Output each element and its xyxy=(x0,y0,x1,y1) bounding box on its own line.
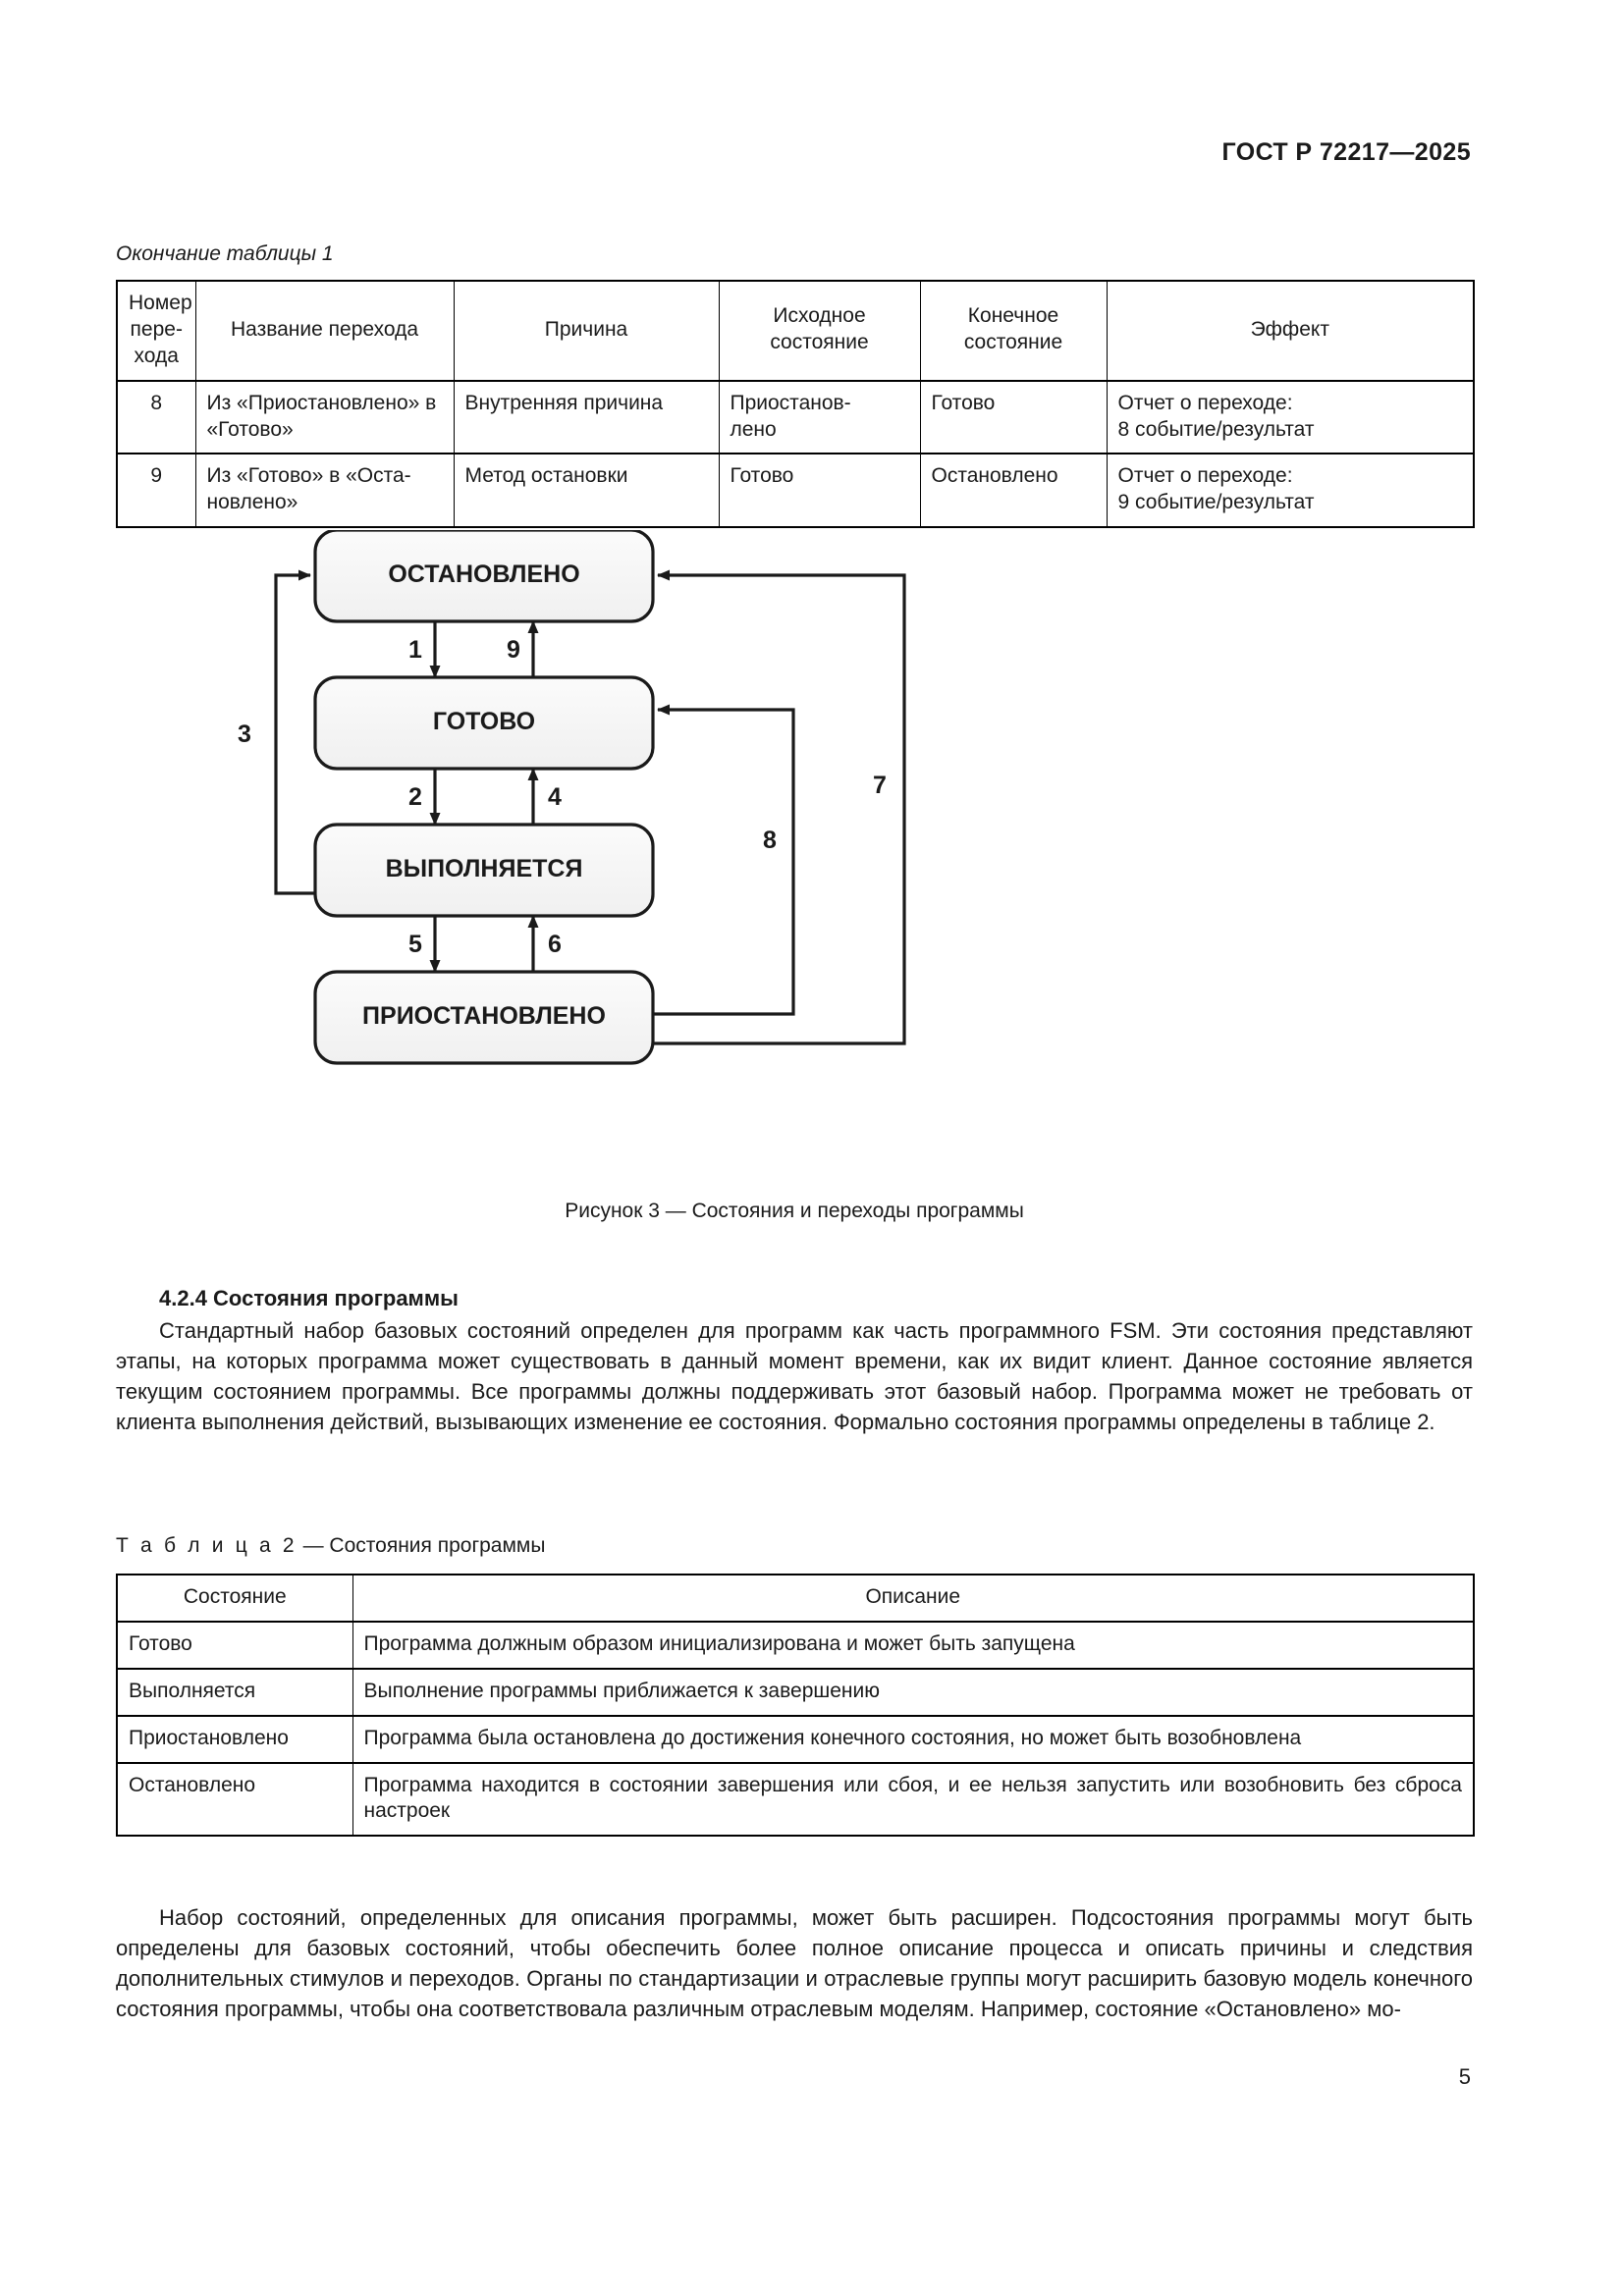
cell-description: Программа была остановлена до достижения… xyxy=(352,1714,1475,1763)
state-box-running[interactable]: ВЫПОЛНЯЕТСЯ xyxy=(313,823,655,918)
cell-to-state: Готово xyxy=(919,379,1108,454)
transitions-table: Номер пере- хода Название перехода Причи… xyxy=(116,280,1475,529)
closing-paragraph-wrap: Набор состояний, определенных для описан… xyxy=(116,1902,1473,2024)
closing-paragraph: Набор состояний, определенных для описан… xyxy=(116,1905,1473,2021)
transition-label-5: 5 xyxy=(408,931,422,958)
state-box-stopped[interactable]: ОСТАНОВЛЕНО xyxy=(313,528,655,623)
cell-state: Выполняется xyxy=(116,1667,353,1717)
cell-from-state: Готово xyxy=(718,453,921,528)
table1-caption: Окончание таблицы 1 xyxy=(116,242,334,265)
state-diagram-svg: ОСТАНОВЛЕНО ГОТОВО ВЫПОЛНЯЕТСЯ ПРИОСТАНО… xyxy=(238,528,906,1065)
transition-line-8 xyxy=(653,704,795,1016)
cell-state: Приостановлено xyxy=(116,1714,353,1763)
state-label-ready: ГОТОВО xyxy=(433,708,535,735)
transition-label-4: 4 xyxy=(548,783,562,811)
cell-cause: Метод остановки xyxy=(453,453,720,528)
transition-label-8: 8 xyxy=(763,827,777,854)
transition-label-1: 1 xyxy=(408,636,422,664)
col-header-cause: Причина xyxy=(453,280,720,382)
table-row: Остановлено Программа находится в состоя… xyxy=(116,1761,1475,1837)
col-header-state: Состояние xyxy=(116,1574,353,1623)
program-states-table: Состояние Описание Готово Программа долж… xyxy=(116,1574,1475,1838)
table2-caption-prefix: Т а б л и ц а 2 xyxy=(116,1534,298,1557)
table2-caption: Т а б л и ц а 2 — Состояния программы xyxy=(116,1534,1473,1558)
section-paragraph: Стандартный набор базовых состояний опре… xyxy=(116,1318,1473,1434)
cell-description: Программа должным образом инициализирова… xyxy=(352,1620,1475,1670)
state-diagram-figure: ОСТАНОВЛЕНО ГОТОВО ВЫПОЛНЯЕТСЯ ПРИОСТАНО… xyxy=(116,528,1473,1247)
table2-wrap: Состояние Описание Готово Программа долж… xyxy=(116,1574,1475,1838)
col-header-from-state: Исходное состояние xyxy=(718,280,921,382)
table-row: Готово Программа должным образом инициал… xyxy=(116,1620,1475,1670)
col-header-name: Название перехода xyxy=(194,280,455,382)
transition-label-2: 2 xyxy=(408,783,422,811)
transition-line-7 xyxy=(653,569,906,1045)
cell-state: Готово xyxy=(116,1620,353,1670)
table-header-row: Номер пере- хода Название перехода Причи… xyxy=(116,280,1475,382)
state-box-ready[interactable]: ГОТОВО xyxy=(313,675,655,771)
transition-label-6: 6 xyxy=(548,931,562,958)
figure-caption: Рисунок 3 — Состояния и переходы програм… xyxy=(565,1200,1024,1222)
transition-label-9: 9 xyxy=(507,636,520,664)
cell-state: Остановлено xyxy=(116,1761,353,1837)
cell-description: Выполнение программы приближается к заве… xyxy=(352,1667,1475,1717)
cell-name: Из «Приостановлено» в «Готово» xyxy=(194,379,455,454)
table-row: 8 Из «Приостановлено» в «Готово» Внутрен… xyxy=(116,379,1475,454)
table1-wrap: Номер пере- хода Название перехода Причи… xyxy=(116,280,1475,529)
state-label-running: ВЫПОЛНЯЕТСЯ xyxy=(386,855,583,882)
col-header-to-state: Конечное состояние xyxy=(919,280,1108,382)
table-row: 9 Из «Готово» в «Оста-новлено» Метод ост… xyxy=(116,453,1475,528)
cell-from-state: Приостанов- лено xyxy=(718,379,921,454)
table-row: Выполняется Выполнение программы приближ… xyxy=(116,1667,1475,1717)
cell-to-state: Остановлено xyxy=(919,453,1108,528)
cell-number: 9 xyxy=(116,453,196,528)
transition-line-3 xyxy=(274,569,315,895)
state-box-suspended[interactable]: ПРИОСТАНОВЛЕНО xyxy=(313,970,655,1065)
page-number: 5 xyxy=(1458,2064,1471,2089)
col-header-description: Описание xyxy=(352,1574,1475,1623)
document-header-standard-id: ГОСТ Р 72217—2025 xyxy=(1221,138,1471,166)
cell-effect: Отчет о переходе: 8 событие/результат xyxy=(1106,379,1475,454)
table-header-row: Состояние Описание xyxy=(116,1574,1475,1623)
transition-label-3: 3 xyxy=(238,721,251,748)
col-header-number: Номер пере- хода xyxy=(116,280,196,382)
cell-number: 8 xyxy=(116,379,196,454)
section-heading: 4.2.4 Состояния программы xyxy=(159,1286,459,1310)
table2-caption-wrap: Т а б л и ц а 2 — Состояния программы xyxy=(116,1534,1473,1558)
cell-description: Программа находится в состоянии завершен… xyxy=(352,1761,1475,1837)
cell-effect: Отчет о переходе: 9 событие/результат xyxy=(1106,453,1475,528)
state-label-suspended: ПРИОСТАНОВЛЕНО xyxy=(362,1002,606,1030)
section-424: 4.2.4 Состояния программы Стандартный на… xyxy=(116,1286,1473,1437)
cell-cause: Внутренняя причина xyxy=(453,379,720,454)
cell-name: Из «Готово» в «Оста-новлено» xyxy=(194,453,455,528)
state-label-stopped: ОСТАНОВЛЕНО xyxy=(388,561,579,588)
col-header-effect: Эффект xyxy=(1106,280,1475,382)
table1-caption-wrap: Окончание таблицы 1 xyxy=(116,242,1473,266)
transition-label-7: 7 xyxy=(873,772,887,799)
table2-caption-rest: — Состояния программы xyxy=(297,1534,546,1557)
table-row: Приостановлено Программа была остановлен… xyxy=(116,1714,1475,1763)
